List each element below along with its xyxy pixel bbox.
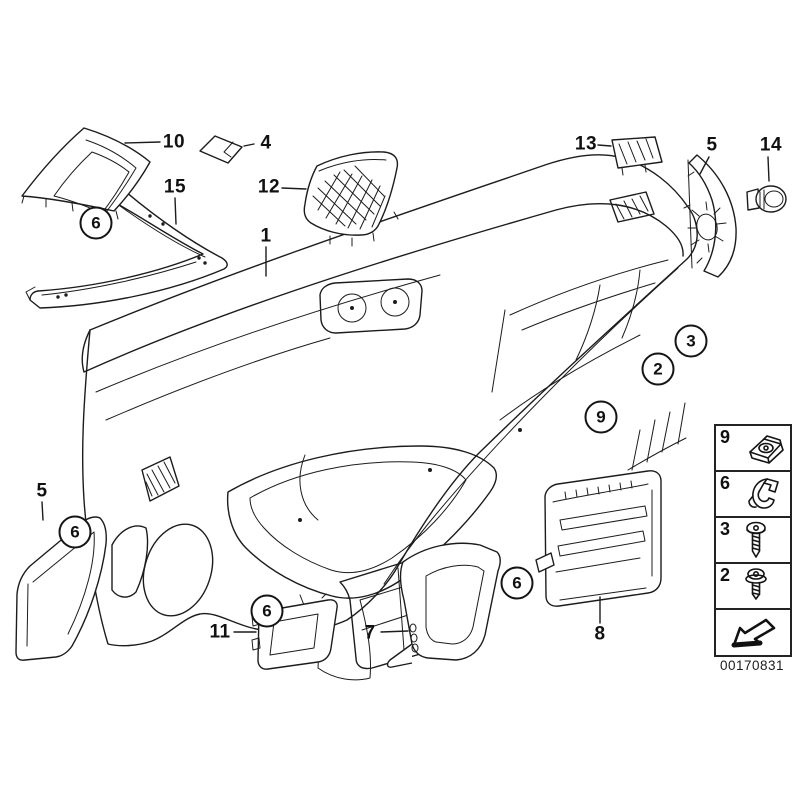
part-label-9-circle[interactable]: 9 <box>584 400 618 434</box>
legend-row-screw-short[interactable]: 2 <box>716 564 790 610</box>
legend-label-9: 9 <box>720 427 731 447</box>
part-label-8[interactable]: 8 <box>594 623 606 645</box>
part-label-6-circle-b[interactable]: 6 <box>58 515 92 549</box>
part-label-13[interactable]: 13 <box>574 133 598 155</box>
part-4-cover-drawing <box>199 135 243 164</box>
part-12-speaker-grille-drawing <box>303 151 399 247</box>
part-label-5-top[interactable]: 5 <box>706 134 718 156</box>
legend-row-spring-clip[interactable]: 6 <box>716 472 790 518</box>
part-label-14[interactable]: 14 <box>759 134 783 156</box>
torx-screw-long-icon <box>746 521 766 558</box>
part-label-5-left[interactable]: 5 <box>36 480 48 502</box>
part-label-10[interactable]: 10 <box>162 131 186 153</box>
legend-label-3: 3 <box>720 519 731 539</box>
part-8-trim-panel-drawing <box>535 470 662 607</box>
part-15-support-bracket-drawing <box>25 191 228 309</box>
torx-screw-short-icon <box>745 568 767 600</box>
part-5-right-side-panel-drawing <box>683 154 737 278</box>
legend-row-direction[interactable] <box>716 610 790 655</box>
part-label-4[interactable]: 4 <box>260 132 272 154</box>
part-label-2-circle[interactable]: 2 <box>641 352 675 386</box>
part-13-vent-grille-drawing <box>611 136 663 176</box>
part-label-1[interactable]: 1 <box>260 225 272 247</box>
part-label-11[interactable]: 11 <box>209 621 231 643</box>
part-label-6-circle-d[interactable]: 6 <box>500 566 534 600</box>
cage-nut-clip-icon <box>749 435 784 464</box>
leader-lines <box>41 141 770 633</box>
direction-arrow-icon <box>731 618 776 648</box>
legend-label-2: 2 <box>720 565 731 585</box>
legend-label-6: 6 <box>720 473 731 493</box>
part-label-6-circle-a[interactable]: 6 <box>79 206 113 240</box>
legend-row-cage-nut[interactable]: 9 <box>716 426 790 472</box>
legend-row-screw-long[interactable]: 3 <box>716 518 790 564</box>
part-label-15[interactable]: 15 <box>163 176 187 198</box>
part-label-6-circle-c[interactable]: 6 <box>250 594 284 628</box>
fastener-legend-table: 9 6 3 <box>714 424 792 657</box>
part-label-3-circle[interactable]: 3 <box>674 324 708 358</box>
part-label-12[interactable]: 12 <box>257 176 281 198</box>
part-5-left-side-panel-drawing <box>15 516 107 661</box>
part-7-trim-frame-drawing <box>386 542 501 668</box>
part-14-knob-drawing <box>746 185 787 213</box>
diagram-image-code: 00170831 <box>719 658 785 673</box>
spring-clip-icon <box>748 478 779 509</box>
part-label-7[interactable]: 7 <box>364 622 376 644</box>
